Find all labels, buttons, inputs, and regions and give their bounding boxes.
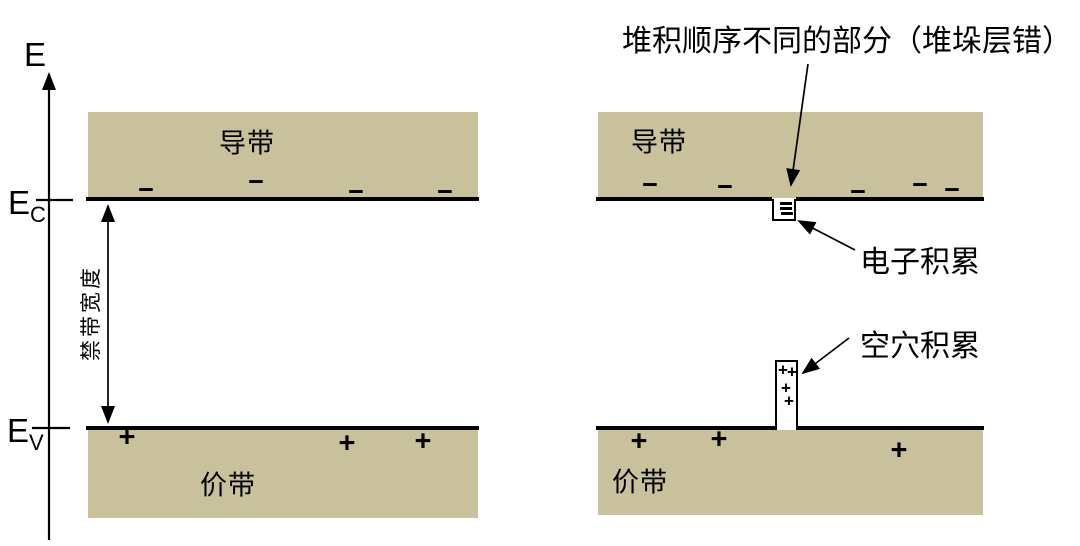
minus-charge: −	[348, 176, 364, 207]
right-conduction-band-label: 导带	[631, 127, 687, 158]
energy-axis-label: E	[24, 36, 47, 73]
left-valence-band	[88, 430, 478, 518]
left-valence-band-label: 价带	[200, 470, 256, 501]
ev-label-base: E	[7, 412, 30, 449]
mini-minus-charge	[781, 212, 793, 215]
electron-accumulation-arrow	[797, 220, 856, 251]
plus-charge: +	[118, 421, 136, 454]
plus-charge: +	[338, 427, 356, 460]
right-ev-line-right-segment	[798, 426, 984, 430]
minus-charge: −	[437, 176, 453, 207]
right-ec-line-right-segment	[796, 197, 984, 201]
mini-plus-charge: +	[778, 360, 788, 380]
ec-label-base: E	[8, 184, 31, 221]
ec-label-subscript: C	[30, 202, 46, 227]
minus-charge: −	[138, 174, 154, 205]
minus-charge: −	[248, 166, 264, 197]
stacking-fault-arrow	[786, 63, 809, 187]
mini-minus-charge	[780, 202, 792, 205]
left-ec-line	[86, 197, 479, 201]
mini-plus-charge: +	[781, 378, 791, 398]
mini-plus-charge: +	[784, 391, 794, 411]
right-ec-line-left-segment	[596, 197, 772, 201]
minus-charge: −	[912, 169, 928, 200]
left-ev-line	[86, 426, 479, 430]
right-ev-line-left-segment	[596, 426, 775, 430]
hole-accumulation-label: 空穴积累	[860, 330, 980, 363]
right-valence-band-label: 价带	[612, 467, 668, 498]
mini-minus-charge	[780, 207, 792, 210]
plus-charge: +	[630, 425, 648, 458]
plus-charge: +	[414, 425, 432, 458]
plus-charge: +	[710, 423, 728, 456]
minus-charge: −	[944, 174, 960, 205]
left-conduction-band	[88, 112, 478, 198]
minus-charge: −	[717, 171, 733, 202]
minus-charge: −	[850, 176, 866, 207]
ev-label-subscript: V	[29, 430, 44, 455]
mini-plus-charge: +	[787, 362, 797, 382]
stacking-fault-title: 堆积顺序不同的部分（堆垛层错）	[622, 25, 1072, 58]
ec-label: EC	[8, 184, 46, 228]
minus-charge: −	[642, 169, 658, 200]
left-conduction-band-label: 导带	[219, 128, 275, 159]
hole-accumulation-bump	[775, 360, 798, 430]
plus-charge: +	[890, 434, 908, 467]
hole-accumulation-arrow	[801, 337, 850, 375]
electron-accumulation-label: 电子积累	[860, 246, 980, 279]
ev-label: EV	[7, 412, 44, 456]
right-valence-band	[598, 430, 983, 515]
